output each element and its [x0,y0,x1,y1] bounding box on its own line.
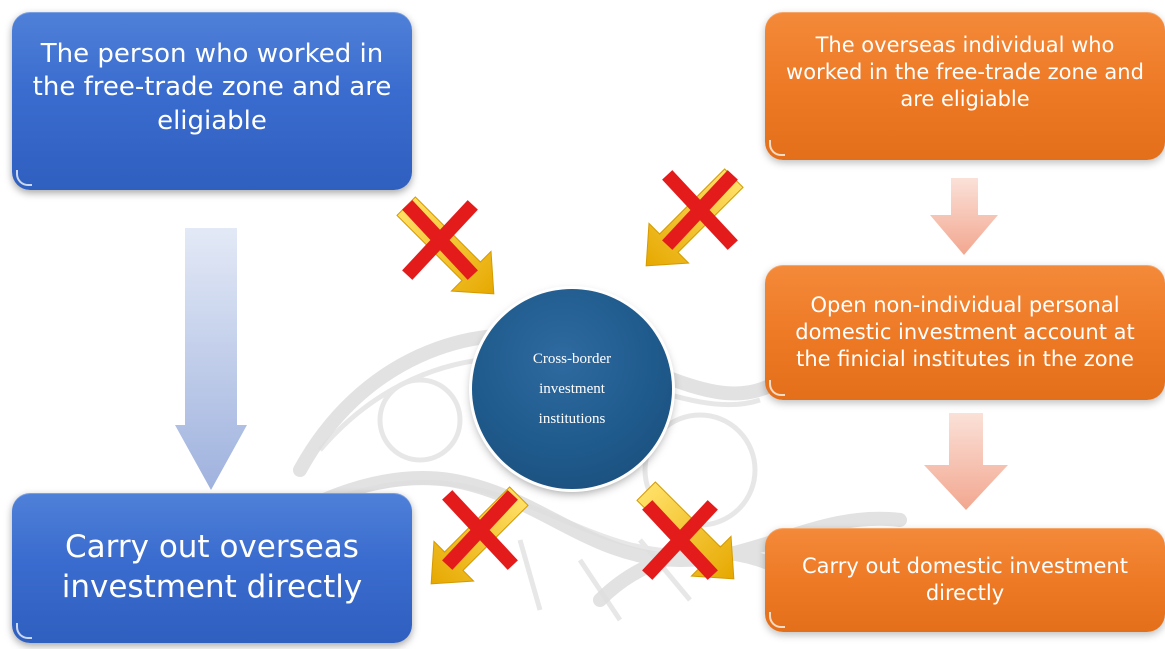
eligible-person-box: The person who worked in the free-trade … [12,12,412,190]
overseas-individual-box: The overseas individual who worked in th… [765,12,1165,160]
open-account-text: Open non-individual personal domestic in… [795,293,1135,371]
cross-border-institutions-circle: Cross-border investment institutions [472,289,672,489]
open-account-box: Open non-individual personal domestic in… [765,265,1165,400]
box-corner-accent [769,380,785,396]
overseas-individual-text: The overseas individual who worked in th… [786,33,1144,111]
overseas-investment-text: Carry out overseas investment directly [61,529,363,605]
cross-border-institutions-text: Cross-border investment institutions [532,351,612,427]
box-corner-accent [16,623,32,639]
domestic-investment-text: Carry out domestic investment directly [802,554,1128,605]
box-corner-accent [769,612,785,628]
domestic-investment-box: Carry out domestic investment directly [765,528,1165,632]
eligible-person-text: The person who worked in the free-trade … [32,39,392,136]
box-corner-accent [769,140,785,156]
box-corner-accent [16,170,32,186]
overseas-investment-box: Carry out overseas investment directly [12,493,412,643]
